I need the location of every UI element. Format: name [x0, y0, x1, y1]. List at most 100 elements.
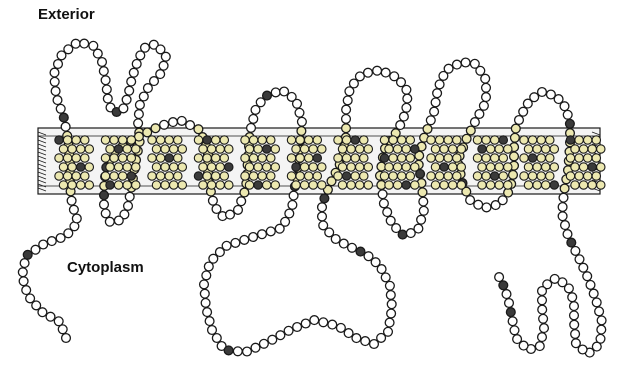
helix-residue-bead: [588, 181, 596, 189]
loop-residue-bead: [417, 215, 426, 224]
helix-residue-bead: [132, 145, 140, 153]
helix-residue-bead: [356, 163, 364, 171]
helix-residue-bead: [473, 136, 481, 144]
loop-residue-bead: [231, 239, 240, 248]
helix-residue-bead: [588, 163, 596, 171]
helix-residue-bead: [499, 136, 507, 144]
helix-residue-bead: [533, 163, 541, 171]
loop-residue-bead: [566, 119, 575, 128]
loop-residue-bead: [23, 250, 32, 259]
loop-residue-bead: [139, 92, 148, 101]
helix-residue-bead: [592, 136, 600, 144]
helix-residue-bead: [271, 163, 279, 171]
helix-residue-bead: [566, 172, 574, 180]
loop-residue-bead: [263, 91, 272, 100]
helix-residue-bead: [360, 172, 368, 180]
helix-residue-bead: [254, 163, 262, 171]
loop-residue-bead: [535, 342, 544, 351]
helix-residue-bead: [68, 145, 76, 153]
helix-residue-bead: [156, 136, 164, 144]
loop-residue-bead: [538, 88, 547, 97]
loop-residue-bead: [101, 76, 110, 85]
helix-residue-bead: [85, 163, 93, 171]
loop-residue-bead: [342, 105, 351, 114]
helix-residue-bead: [287, 136, 295, 144]
helix-residue-bead: [575, 154, 583, 162]
loop-residue-bead: [61, 122, 70, 131]
loop-residue-bead: [132, 60, 141, 69]
helix-residue-bead: [152, 181, 160, 189]
loop-residue-bead: [99, 67, 108, 76]
loop-residue-bead: [519, 107, 528, 116]
loop-residue-bead: [320, 194, 329, 203]
helix-residue-bead: [360, 136, 368, 144]
helix-residue-bead: [249, 172, 257, 180]
loop-residue-bead: [595, 307, 604, 316]
loop-residue-bead: [481, 74, 490, 83]
helix-residue-bead: [296, 154, 304, 162]
loop-residue-bead: [127, 77, 136, 86]
helix-residue-bead: [466, 126, 475, 135]
helix-residue-bead: [59, 181, 67, 189]
helix-residue-bead: [334, 172, 342, 180]
helix-residue-bead: [241, 154, 249, 162]
loop-residue-bead: [356, 247, 365, 256]
helix-residue-bead: [584, 136, 592, 144]
loop-residue-bead: [319, 221, 328, 230]
helix-residue-bead: [72, 172, 80, 180]
loop-residue-bead: [380, 199, 389, 208]
loop-residue-bead: [589, 289, 598, 298]
helix-residue-bead: [245, 145, 253, 153]
loop-residue-bead: [161, 52, 170, 61]
helix-residue-bead: [258, 136, 266, 144]
loop-residue-bead: [396, 121, 405, 130]
loop-residue-bead: [471, 118, 480, 127]
helix-residue-bead: [380, 154, 388, 162]
loop-residue-bead: [318, 203, 327, 212]
helix-residue-bead: [63, 172, 71, 180]
helix-residue-bead: [364, 163, 372, 171]
loop-residue-bead: [319, 318, 328, 327]
helix-residue-bead: [440, 181, 448, 189]
helix-residue-bead: [151, 124, 160, 133]
loop-residue-bead: [54, 317, 63, 326]
helix-residue-bead: [254, 145, 262, 153]
loop-residue-bead: [275, 224, 284, 233]
loop-residue-bead: [249, 233, 258, 242]
loop-residue-bead: [237, 197, 246, 206]
loop-residue-bead: [301, 319, 310, 328]
helix-residue-bead: [402, 145, 410, 153]
helix-residue-bead: [81, 136, 89, 144]
loop-residue-bead: [373, 66, 382, 75]
loop-residue-bead: [419, 206, 428, 215]
helix-residue-bead: [520, 136, 528, 144]
helix-residue-bead: [263, 163, 271, 171]
loop-residue-bead: [234, 206, 243, 215]
loop-residue-bead: [212, 334, 221, 343]
loop-residue-bead: [364, 68, 373, 77]
loop-residue-bead: [538, 305, 547, 314]
helix-residue-bead: [127, 154, 135, 162]
helix-residue-bead: [174, 136, 182, 144]
helix-residue-bead: [165, 136, 173, 144]
helix-residue-bead: [411, 163, 419, 171]
loop-residue-bead: [403, 94, 412, 103]
helix-residue-bead: [123, 163, 131, 171]
helix-residue-bead: [254, 181, 262, 189]
loop-residue-bead: [482, 83, 491, 92]
loop-residue-bead: [571, 330, 580, 339]
loop-residue-bead: [276, 331, 285, 340]
helix-residue-bead: [63, 136, 71, 144]
loop-residue-bead: [298, 117, 307, 126]
helix-residue-bead: [297, 127, 306, 136]
helix-residue-bead: [542, 181, 550, 189]
helix-residue-bead: [533, 181, 541, 189]
helix-residue-bead: [318, 145, 326, 153]
helix-residue-bead: [199, 163, 207, 171]
loop-residue-bead: [50, 68, 59, 77]
helix-residue-bead: [55, 154, 63, 162]
cytoplasm-label: Cytoplasm: [67, 259, 144, 276]
helix-residue-bead: [132, 181, 140, 189]
loop-residue-bead: [495, 273, 504, 282]
loop-residue-bead: [567, 238, 576, 247]
